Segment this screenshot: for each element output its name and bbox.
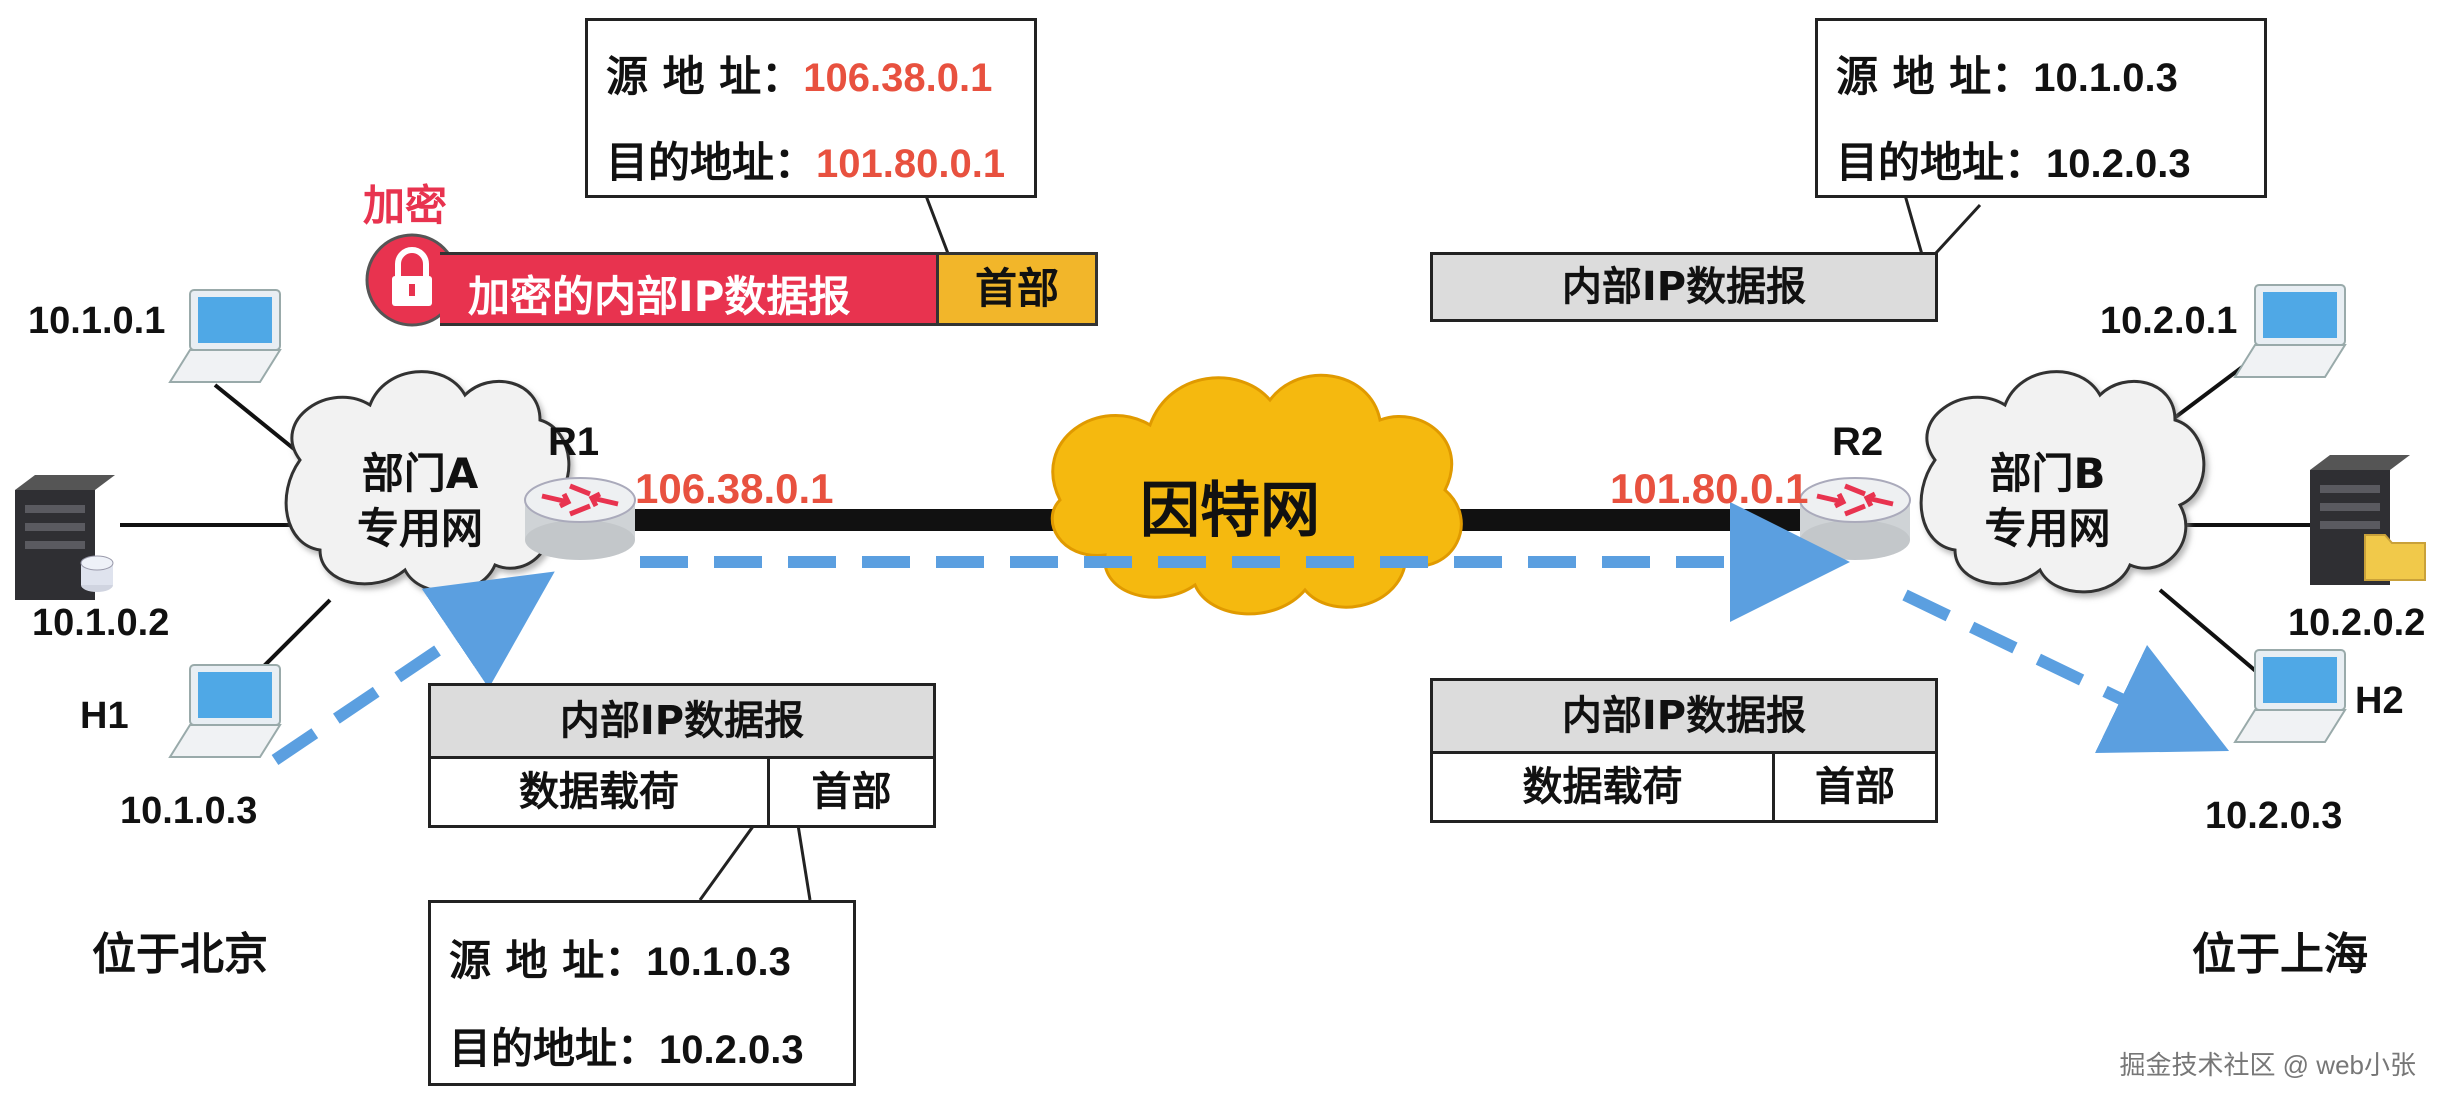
arrow-h1-to-r1 [271, 571, 555, 765]
h1-name: H1 [80, 695, 129, 737]
packet-left-title: 内部IP数据报 [428, 683, 936, 759]
h2-ip: 10.2.0.3 [2205, 795, 2343, 837]
payload-label: 数据载荷 [519, 769, 679, 815]
encrypted-packet: 加密的内部IP数据报 [440, 252, 940, 326]
dst-label: 目的地址： [606, 138, 817, 187]
server-icon-right [2310, 455, 2426, 585]
dst-value: 10.2.0.3 [2046, 142, 2191, 186]
router-r1-ip: 106.38.0.1 [635, 465, 834, 512]
callout-top-left: 源 地 址：106.38.0.1 目的地址：101.80.0.1 [585, 18, 1037, 198]
location-left: 位于北京 [92, 929, 268, 980]
h2-name: H2 [2355, 680, 2404, 722]
packet-right-title: 内部IP数据报 [1430, 678, 1938, 754]
encrypted-header-label: 首部 [974, 264, 1059, 313]
server-icon-left [15, 475, 115, 600]
host-right-top-ip: 10.2.0.1 [2100, 300, 2238, 342]
host-left-top-ip: 10.1.0.1 [28, 300, 166, 342]
encrypted-header: 首部 [936, 252, 1098, 326]
payload-label: 数据载荷 [1522, 764, 1683, 810]
src-value: 106.38.0.1 [803, 56, 993, 100]
router-r2 [1799, 477, 1911, 560]
dst-label: 目的地址： [1836, 138, 2047, 187]
encrypted-packet-label: 加密的内部IP数据报 [468, 272, 851, 321]
packet-right-header: 首部 [1772, 751, 1938, 823]
src-value: 10.1.0.3 [2033, 56, 2178, 100]
arrow-r2-to-h2 [1902, 589, 2230, 754]
encrypt-label: 加密 [363, 181, 448, 230]
watermark: 掘金技术社区 @ web小张 [2119, 1050, 2416, 1080]
header-label: 首部 [1815, 764, 1895, 810]
packet-left-title-label: 内部IP数据报 [559, 698, 805, 744]
callout-bottom-left: 源 地 址：10.1.0.3 目的地址：10.2.0.3 [428, 900, 856, 1086]
src-label: 源 地 址： [606, 52, 804, 101]
router-r2-name: R2 [1832, 420, 1884, 464]
internet-cloud [1050, 373, 1463, 616]
packet-top-right-label: 内部IP数据报 [1561, 264, 1807, 310]
server-left-ip: 10.1.0.2 [32, 602, 170, 644]
cloud-a-line2: 专用网 [356, 504, 483, 553]
location-right: 位于上海 [2192, 929, 2368, 980]
cloud-a-line1: 部门A [361, 449, 479, 498]
router-r2-ip: 101.80.0.1 [1610, 465, 1809, 512]
cloud-b-line1: 部门B [1989, 449, 2106, 498]
cloud-b [1919, 370, 2206, 594]
laptop-icon-left-top [168, 289, 282, 383]
h1-ip: 10.1.0.3 [120, 790, 258, 832]
laptop-icon-right-top [2233, 284, 2347, 378]
src-label: 源 地 址： [1836, 52, 2034, 101]
packet-top-right: 内部IP数据报 [1430, 252, 1938, 322]
server-right-ip: 10.2.0.2 [2288, 602, 2426, 644]
src-value: 10.1.0.3 [646, 940, 791, 984]
router-r1 [524, 477, 636, 560]
laptop-icon-h2 [2233, 649, 2347, 743]
packet-left-payload: 数据载荷 [428, 756, 770, 828]
internet-label: 因特网 [1140, 476, 1320, 546]
dst-value: 101.80.0.1 [816, 142, 1006, 186]
router-r1-name: R1 [548, 420, 600, 464]
laptop-icon-h1 [168, 664, 282, 758]
callout-top-right: 源 地 址：10.1.0.3 目的地址：10.2.0.3 [1815, 18, 2267, 198]
dst-value: 10.2.0.3 [659, 1028, 804, 1072]
cloud-b-line2: 专用网 [1984, 504, 2111, 553]
packet-left-header: 首部 [767, 756, 936, 828]
header-label: 首部 [811, 769, 892, 815]
packet-right-payload: 数据载荷 [1430, 751, 1775, 823]
packet-right-title-label: 内部IP数据报 [1561, 693, 1807, 739]
src-label: 源 地 址： [449, 936, 647, 985]
dst-label: 目的地址： [449, 1024, 660, 1073]
